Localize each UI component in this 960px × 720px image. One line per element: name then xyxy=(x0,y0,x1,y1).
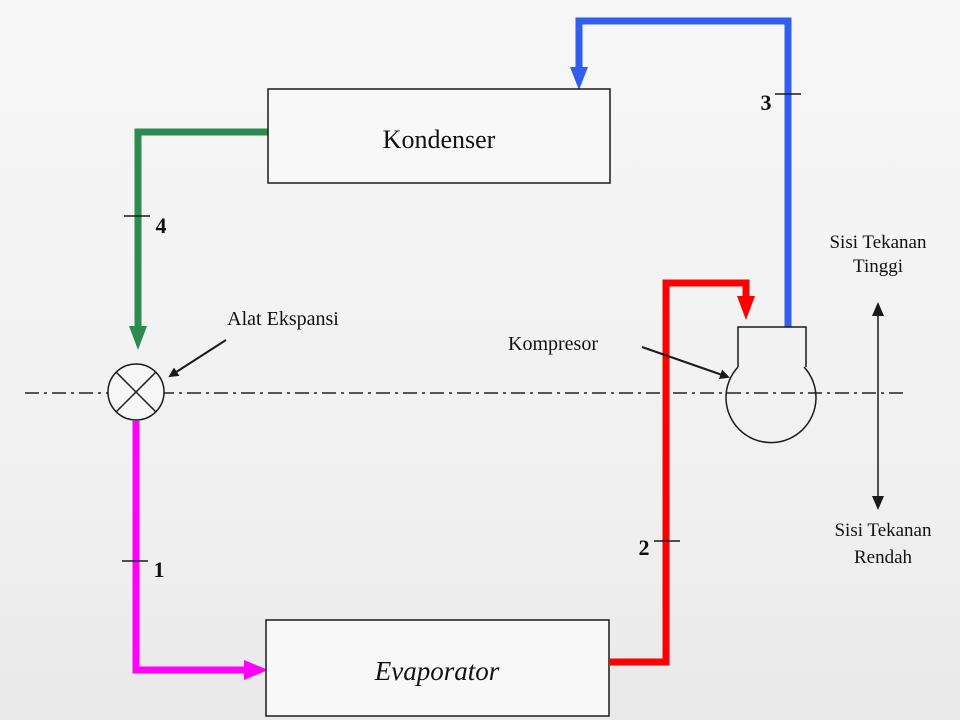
arrow-head-2 xyxy=(737,296,755,320)
low-pressure-label-line1: Sisi Tekanan xyxy=(834,520,932,541)
evaporator-box xyxy=(265,619,610,717)
arrow-head-3 xyxy=(570,67,588,90)
pipe-line-3 xyxy=(575,17,792,327)
state-point-1-label: 1 xyxy=(154,557,165,582)
expansion-valve-symbol xyxy=(107,363,165,421)
compressor-leader-arrow xyxy=(641,346,730,380)
compressor-symbol xyxy=(725,326,817,444)
expansion-valve-leader-arrow xyxy=(168,339,227,378)
arrow-head-4 xyxy=(129,326,147,350)
arrow-head-1 xyxy=(244,660,268,680)
low-pressure-label-line2: Rendah xyxy=(854,547,913,568)
expansion-valve-label: Alat Ekspansi xyxy=(227,308,339,330)
pressure-side-double-arrow xyxy=(872,302,884,510)
pipe-line-1 xyxy=(132,421,248,674)
pipe-line-4 xyxy=(134,128,268,333)
high-pressure-label-line2: Tinggi xyxy=(853,256,903,277)
state-point-2-label: 2 xyxy=(639,535,650,560)
condenser-label: Kondenser xyxy=(383,125,496,154)
state-point-3-label: 3 xyxy=(761,90,772,115)
evaporator-label: Evaporator xyxy=(374,656,500,686)
pipe-line-2 xyxy=(610,279,750,666)
state-point-4-label: 4 xyxy=(156,213,167,238)
condenser-box xyxy=(267,88,611,184)
compressor-label: Kompresor xyxy=(508,333,598,355)
high-pressure-label-line1: Sisi Tekanan xyxy=(829,232,927,253)
